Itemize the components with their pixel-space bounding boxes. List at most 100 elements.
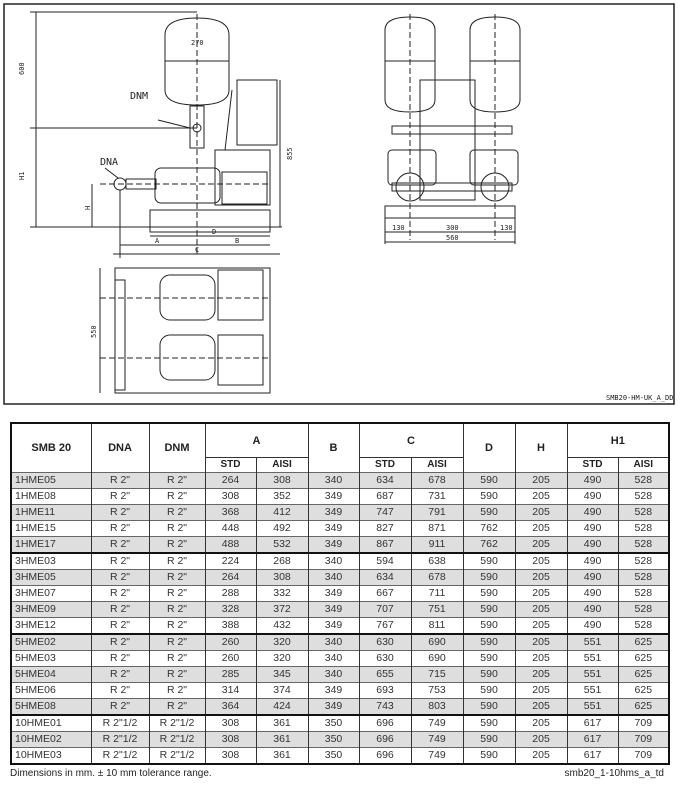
dim-b: B xyxy=(235,237,239,245)
table-cell: 791 xyxy=(410,504,464,521)
model-cell: 5HME02 xyxy=(10,633,91,651)
side-view: DNM DNA 270 600 H1 H 855 D A B C xyxy=(18,11,294,258)
dim-130-left: 130 xyxy=(392,224,405,232)
table-cell: R 2"1/2 xyxy=(90,714,149,732)
header-c: C xyxy=(358,423,464,458)
table-cell: 528 xyxy=(617,585,670,602)
table-cell: R 2" xyxy=(90,585,149,602)
table-cell: 827 xyxy=(358,520,412,537)
dimensions-table: SMB 20 DNA DNM A B C D H H1 STD AISI STD… xyxy=(10,422,671,765)
table-cell: R 2" xyxy=(148,536,205,553)
header-h1: H1 xyxy=(566,423,670,458)
table-cell: 349 xyxy=(307,520,360,537)
table-cell: 590 xyxy=(462,633,516,651)
table-cell: 590 xyxy=(462,601,516,618)
table-cell: 630 xyxy=(358,650,412,667)
table-cell: 528 xyxy=(617,601,670,618)
table-cell: R 2" xyxy=(148,488,205,505)
model-cell: 3HME12 xyxy=(10,617,91,634)
table-cell: 492 xyxy=(255,520,309,537)
table-cell: 205 xyxy=(514,617,568,634)
table-cell: 711 xyxy=(410,585,464,602)
table-cell: 340 xyxy=(307,552,360,570)
table-cell: 690 xyxy=(410,650,464,667)
table-cell: R 2"1/2 xyxy=(148,714,205,732)
table-cell: 690 xyxy=(410,633,464,651)
table-cell: 364 xyxy=(204,698,256,715)
table-cell: 551 xyxy=(566,682,619,699)
table-cell: 350 xyxy=(307,731,360,748)
model-cell: 5HME04 xyxy=(10,666,91,683)
table-cell: 709 xyxy=(617,714,670,732)
table-cell: 630 xyxy=(358,633,412,651)
table-cell: 749 xyxy=(410,714,464,732)
table-cell: 634 xyxy=(358,569,412,586)
table-cell: R 2"1/2 xyxy=(90,731,149,748)
table-cell: 678 xyxy=(410,569,464,586)
table-cell: R 2" xyxy=(90,617,149,634)
table-cell: 528 xyxy=(617,488,670,505)
dna-label: DNA xyxy=(100,157,118,168)
table-cell: 590 xyxy=(462,552,516,570)
table-cell: 340 xyxy=(307,472,360,489)
table-cell: 349 xyxy=(307,682,360,699)
table-cell: 349 xyxy=(307,504,360,521)
table-cell: 205 xyxy=(514,714,568,732)
table-cell: 871 xyxy=(410,520,464,537)
header-model: SMB 20 xyxy=(10,423,91,473)
header-b: B xyxy=(307,423,360,473)
model-cell: 1HME11 xyxy=(10,504,91,521)
table-cell: 551 xyxy=(566,650,619,667)
table-cell: 320 xyxy=(255,650,309,667)
table-cell: R 2" xyxy=(90,650,149,667)
table-cell: 638 xyxy=(410,552,464,570)
table-cell: R 2" xyxy=(148,472,205,489)
table-cell: 634 xyxy=(358,472,412,489)
table-cell: 751 xyxy=(410,601,464,618)
front-view: 130 300 130 560 xyxy=(384,14,521,244)
table-cell: 753 xyxy=(410,682,464,699)
table-cell: 749 xyxy=(410,747,464,764)
table-cell: 767 xyxy=(358,617,412,634)
table-cell: 205 xyxy=(514,488,568,505)
table-cell: 625 xyxy=(617,698,670,715)
table-cell: 205 xyxy=(514,504,568,521)
table-cell: 260 xyxy=(204,650,256,667)
table-cell: 625 xyxy=(617,633,670,651)
table-cell: 349 xyxy=(307,617,360,634)
drawing-code: SMB20-HM-UK_A_DD xyxy=(606,394,673,402)
table-cell: 528 xyxy=(617,536,670,553)
model-cell: 1HME17 xyxy=(10,536,91,553)
table-cell: 205 xyxy=(514,731,568,748)
table-cell: R 2" xyxy=(148,552,205,570)
table-cell: 490 xyxy=(566,504,619,521)
model-cell: 10HME01 xyxy=(10,714,91,732)
table-cell: R 2" xyxy=(148,520,205,537)
dim-855: 855 xyxy=(286,147,294,160)
table-cell: 349 xyxy=(307,488,360,505)
table-cell: R 2" xyxy=(148,569,205,586)
table-cell: 490 xyxy=(566,585,619,602)
table-block: SMB 20 DNA DNM A B C D H H1 STD AISI STD… xyxy=(10,422,671,780)
table-cell: 551 xyxy=(566,666,619,683)
table-cell: 308 xyxy=(204,731,256,748)
table-cell: R 2" xyxy=(90,472,149,489)
table-cell: 747 xyxy=(358,504,412,521)
table-cell: R 2" xyxy=(148,633,205,651)
table-cell: 488 xyxy=(204,536,256,553)
table-cell: 340 xyxy=(307,569,360,586)
table-cell: 361 xyxy=(255,731,309,748)
table-cell: R 2"1/2 xyxy=(148,747,205,764)
table-cell: 349 xyxy=(307,536,360,553)
table-cell: 693 xyxy=(358,682,412,699)
dim-600: 600 xyxy=(18,62,26,75)
